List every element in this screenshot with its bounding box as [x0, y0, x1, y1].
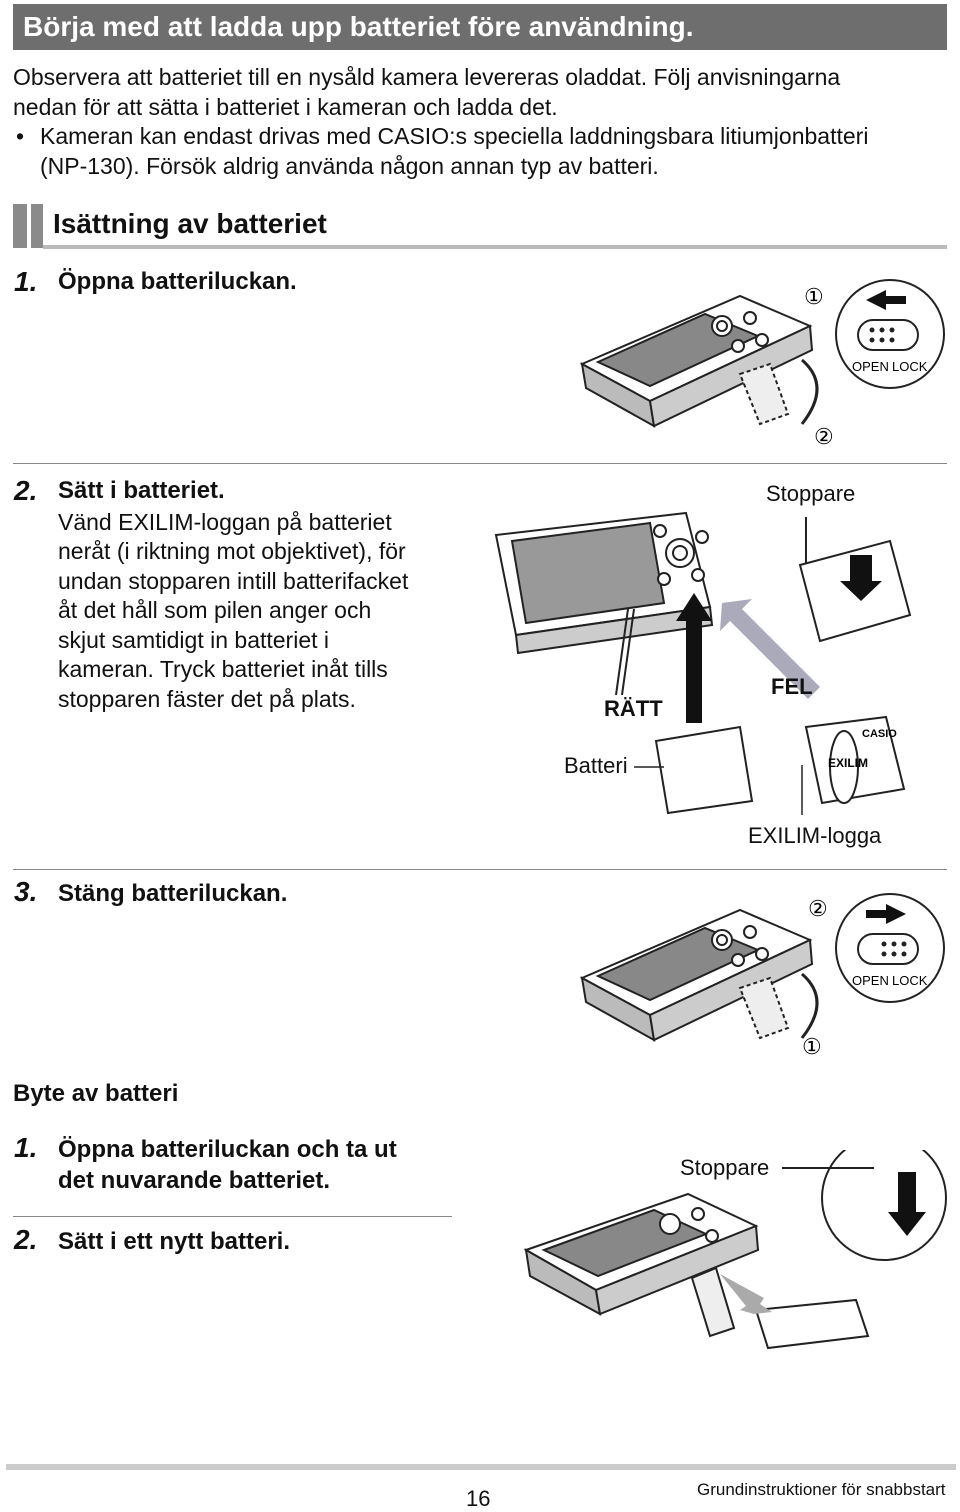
page-number: 16 — [466, 1486, 491, 1511]
battery-label: Batteri — [564, 753, 628, 778]
heading-bar-icon — [13, 204, 27, 248]
footer-rule — [6, 1464, 956, 1470]
divider — [13, 463, 947, 464]
step-text: Öppna batteriluckan och ta ut — [58, 1136, 397, 1163]
step-text: Stäng batteriluckan. — [58, 880, 288, 907]
circle-number-2: ② — [814, 424, 834, 449]
battery-brand: CASIO — [862, 728, 897, 740]
wrong-arrow-icon — [720, 599, 820, 699]
intro-line-1: Observera att batteriet till en nysåld k… — [13, 64, 841, 90]
step-text: Öppna batteriluckan. — [58, 268, 297, 295]
camera-open-door-illustration: OPEN LOCK ① ② — [579, 279, 945, 449]
bullet-line-2: (NP-130). Försök aldrig använda någon an… — [40, 153, 659, 179]
exilim-logo-label: EXILIM-logga — [748, 823, 882, 848]
circle-number-2: ② — [808, 896, 828, 921]
camera-close-door-illustration: OPEN LOCK ② ① — [579, 893, 945, 1059]
page-title: Börja med att ladda upp batteriet före a… — [13, 4, 947, 50]
battery-replace-illustration — [523, 1150, 947, 1350]
step-number: 2. — [14, 1224, 38, 1255]
section-heading: Isättning av batteriet — [13, 204, 947, 249]
battery-insert-illustration: CASIO EXILIM — [494, 511, 912, 815]
step-number: 1. — [14, 1132, 38, 1163]
open-lock-switch-icon — [857, 319, 919, 351]
divider — [13, 869, 947, 870]
remove-arrow-icon — [720, 1274, 772, 1314]
correct-arrow-icon — [676, 593, 712, 723]
open-label: OPEN — [852, 359, 889, 374]
open-label: OPEN — [852, 973, 889, 988]
lock-label: LOCK — [892, 359, 928, 374]
step-number: 2. — [14, 475, 38, 506]
step-body-line: kameran. Tryck batteriet inåt tills — [58, 656, 388, 682]
step-body-line: skjut samtidigt in batteriet i — [58, 627, 330, 653]
step-body-line: Vänd EXILIM-loggan på batteriet — [58, 509, 392, 535]
circle-number-1: ① — [802, 1034, 822, 1059]
wrong-label: FEL — [771, 674, 813, 699]
step-body-line: stopparen fäster det på plats. — [58, 686, 356, 712]
push-down-arrow-icon — [888, 1172, 926, 1236]
battery-logo: EXILIM — [828, 756, 868, 770]
step-body-line: neråt (i riktning mot objektivet), för — [58, 538, 406, 564]
arrow-left-icon — [866, 290, 906, 310]
battery-correct-icon — [654, 725, 754, 815]
correct-label: RÄTT — [604, 696, 663, 721]
step-text: Sätt i ett nytt batteri. — [58, 1228, 291, 1255]
step-number: 3. — [14, 876, 38, 907]
step-body-line: undan stopparen intill batterifacket — [58, 568, 409, 594]
step-body-line: åt det håll som pilen anger och — [58, 597, 372, 623]
divider — [13, 1216, 452, 1217]
stopper-label: Stoppare — [680, 1155, 770, 1180]
bullet-line-1: Kameran kan endast drivas med CASIO:s sp… — [40, 123, 869, 149]
circle-number-1: ① — [804, 284, 824, 309]
footer-title: Grundinstruktioner för snabbstart — [697, 1480, 946, 1499]
heading-underline — [43, 245, 947, 249]
heading-bar-icon — [31, 204, 43, 248]
step-text: Sätt i batteriet. — [58, 477, 225, 504]
open-lock-switch-icon — [857, 933, 919, 965]
section-title: Isättning av batteriet — [53, 208, 327, 239]
arrow-right-icon — [866, 904, 906, 924]
lock-label: LOCK — [892, 973, 928, 988]
push-down-arrow-icon — [840, 555, 882, 601]
step-number: 1. — [14, 266, 38, 297]
bullet-icon: • — [16, 123, 25, 149]
step-text: det nuvarande batteriet. — [58, 1167, 331, 1194]
section-title: Byte av batteri — [13, 1080, 179, 1107]
stopper-label: Stoppare — [766, 481, 856, 506]
intro-line-2: nedan för att sätta i batteriet i kamera… — [13, 94, 558, 120]
